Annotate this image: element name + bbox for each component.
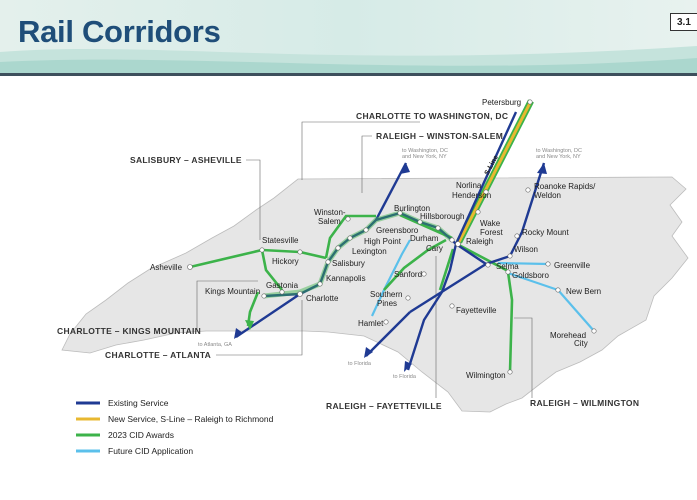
city-label-city: City — [574, 339, 588, 348]
city-label-hickory: Hickory — [272, 257, 299, 266]
direction-note-washington-1a: to Washington, DC — [402, 148, 448, 154]
corridor-label-raleigh-winston-salem: RALEIGH – WINSTON-SALEM — [376, 131, 503, 141]
cid-2023-lines — [189, 213, 514, 373]
city-label-greensboro: Greensboro — [376, 226, 419, 235]
city-label-fayetteville: Fayetteville — [456, 306, 497, 315]
city-label-roanoke-rapids: Roanoke Rapids/ — [534, 182, 596, 191]
city-label-weldon: Weldon — [534, 191, 561, 200]
direction-note-florida-1: to Florida — [348, 361, 372, 367]
corridor-label-raleigh-wilmington: RALEIGH – WILMINGTON — [530, 398, 639, 408]
city-label-forest: Forest — [480, 228, 503, 237]
city-label-pines: Pines — [377, 299, 397, 308]
header-rule — [0, 73, 697, 76]
city-label-cary: Cary — [426, 244, 443, 253]
corridor-label-charlotte-kings-mountain: CHARLOTTE – KINGS MOUNTAIN — [57, 326, 201, 336]
city-label-petersburg: Petersburg — [482, 98, 521, 107]
city-label-rocky-mount: Rocky Mount — [522, 228, 569, 237]
city-label-asheville: Asheville — [150, 263, 183, 272]
city-label-burlington: Burlington — [394, 204, 430, 213]
city-label-gastonia: Gastonia — [266, 281, 299, 290]
legend-label-existing: Existing Service — [108, 398, 169, 408]
city-label-southern: Southern — [370, 290, 402, 299]
city-label-wilson: Wilson — [514, 245, 538, 254]
page-title: Rail Corridors — [18, 14, 221, 49]
legend-label-cid-2023: 2023 CID Awards — [108, 430, 174, 440]
city-label-hamlet: Hamlet — [358, 319, 384, 328]
direction-note-washington-2b: and New York, NY — [536, 154, 581, 160]
city-label-kannapolis: Kannapolis — [326, 274, 366, 283]
city-label-high-point: High Point — [364, 237, 402, 246]
city-label-durham: Durham — [410, 234, 439, 243]
leader-lines — [196, 121, 533, 398]
direction-note-washington-2a: to Washington, DC — [536, 148, 582, 154]
corridor-label-raleigh-fayetteville: RALEIGH – FAYETTEVILLE — [326, 401, 442, 411]
city-label-henderson: Henderson — [452, 191, 491, 200]
direction-note-atlanta: to Atlanta, GA — [198, 342, 232, 348]
direction-note-washington-1b: and New York, NY — [402, 154, 447, 160]
station-dots — [187, 99, 597, 375]
green-arrow-atlanta — [245, 320, 254, 330]
piedmont-corridor-overlay — [263, 210, 454, 299]
city-label-selma: Selma — [496, 262, 519, 271]
north-carolina-shape — [61, 176, 689, 413]
direction-arrows — [234, 163, 547, 372]
city-label-new-bern: New Bern — [566, 287, 601, 296]
page-number-badge: 3.1 — [670, 13, 697, 31]
city-label-wilmington: Wilmington — [466, 371, 506, 380]
city-label-raleigh: Raleigh — [466, 237, 493, 246]
city-label-hillsborough: Hillsborough — [420, 212, 464, 221]
legend-label-s-line: New Service, S-Line – Raleigh to Richmon… — [108, 414, 274, 424]
city-label-norlina: Norlina — [456, 181, 482, 190]
city-label-goldsboro: Goldsboro — [512, 271, 549, 280]
city-label-kings-mountain: Kings Mountain — [205, 287, 260, 296]
city-label-sanford: Sanford — [394, 270, 422, 279]
city-label-greenville: Greenville — [554, 261, 591, 270]
city-label-winston: Winston- — [314, 208, 346, 217]
city-label-wake: Wake — [480, 219, 501, 228]
city-label-statesville: Statesville — [262, 236, 299, 245]
city-label-salem: Salem — [318, 217, 341, 226]
s-line — [456, 99, 534, 244]
city-label-charlotte: Charlotte — [306, 294, 339, 303]
future-cid-lines — [371, 239, 595, 332]
corridor-label-charlotte-atlanta: CHARLOTTE – ATLANTA — [105, 350, 211, 360]
header-wave-2 — [0, 58, 697, 74]
city-label-lexington: Lexington — [352, 247, 387, 256]
corridor-label-salisbury-asheville: SALISBURY – ASHEVILLE — [130, 155, 242, 165]
direction-note-florida-2: to Florida — [393, 374, 417, 380]
city-label-salisbury: Salisbury — [332, 259, 365, 268]
legend-label-future-cid: Future CID Application — [108, 446, 193, 456]
map-legend: Existing Service New Service, S-Line – R… — [76, 398, 274, 456]
corridor-label-charlotte-washington: CHARLOTTE TO WASHINGTON, DC — [356, 111, 508, 121]
city-label-morehead: Morehead — [550, 331, 586, 340]
